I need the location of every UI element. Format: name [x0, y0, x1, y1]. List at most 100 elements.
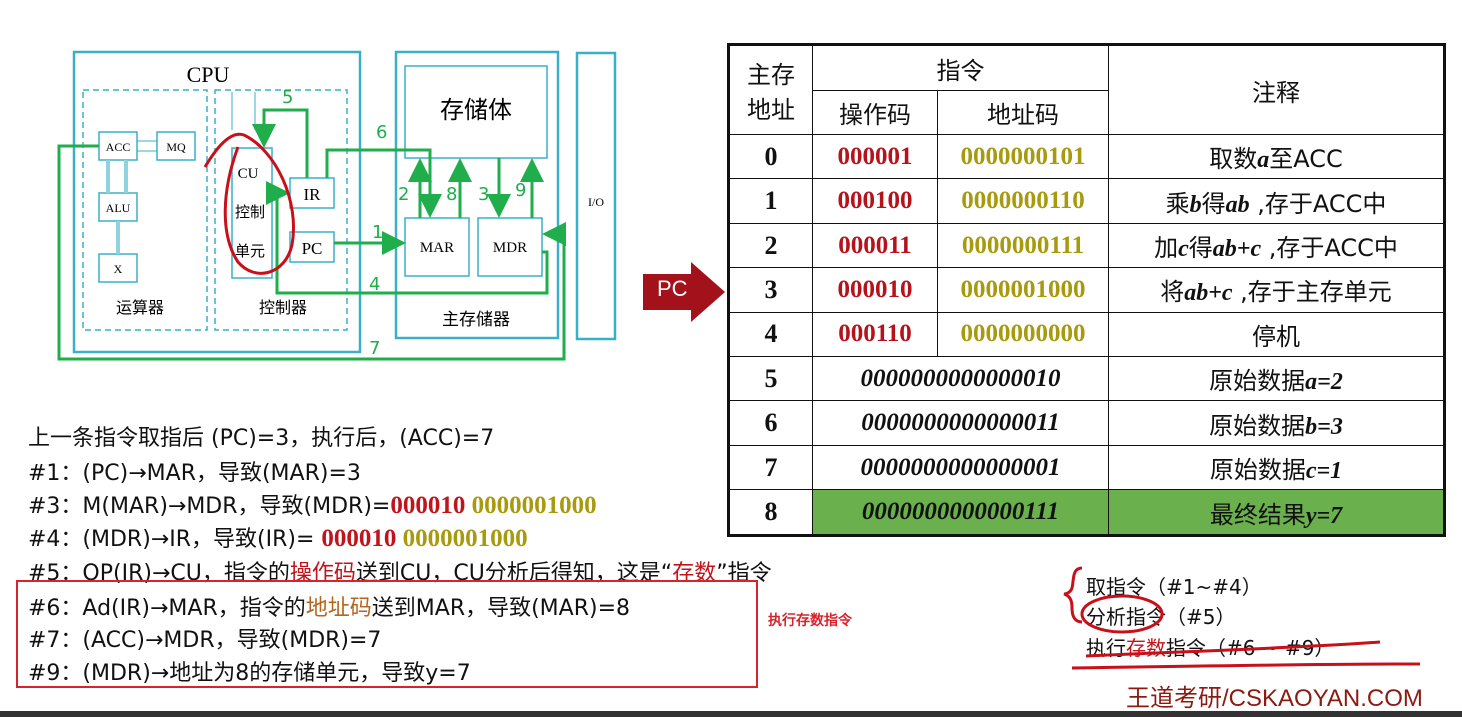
- pc-register: [289, 231, 335, 263]
- step-1: #1：(PC)→MAR，导致(MAR)=3: [28, 461, 361, 486]
- path-label-6: 6: [376, 122, 387, 143]
- header-address-code: 地址码: [937, 90, 1109, 135]
- step-3: #3：M(MAR)→MDR，导致(MDR)=000010 0000001000: [28, 492, 597, 519]
- address-cell: 5: [728, 356, 813, 402]
- pc-label: PC: [302, 239, 323, 258]
- main-memory-label: 主存储器: [442, 310, 510, 330]
- bottom-bar: [0, 711, 1462, 717]
- data-value-cell: 0000000000000001: [812, 444, 1109, 491]
- address-cell: 7: [728, 444, 813, 491]
- step-4-address-code: 0000001000: [396, 525, 528, 552]
- opcode-cell: 000010: [812, 267, 938, 313]
- address-code-cell: 0000000000: [937, 311, 1109, 358]
- mq-label: MQ: [166, 140, 186, 154]
- comment-cell: 原始数据b=3: [1108, 400, 1445, 446]
- io-label: I/O: [588, 195, 604, 209]
- cu-label-line2: 控制: [235, 203, 265, 221]
- address-cell: 4: [728, 311, 813, 358]
- cu-label-line3: 单元: [235, 242, 265, 260]
- address-cell: 1: [728, 178, 813, 224]
- alu-section-label: 运算器: [116, 298, 164, 317]
- path-label-7: 7: [369, 338, 380, 359]
- comment-cell: 加c得ab+c ,存于ACC中: [1108, 222, 1445, 269]
- address-code-cell: 0000001000: [937, 267, 1109, 313]
- address-cell: 2: [728, 222, 813, 269]
- execute-steps-box: [16, 580, 758, 688]
- header-address: 主存地址: [728, 44, 813, 135]
- pc-pointer-arrow-icon: [643, 262, 725, 322]
- data-value-cell: 0000000000000111: [812, 489, 1109, 536]
- header-opcode: 操作码: [812, 90, 938, 135]
- alu-section: [82, 89, 208, 331]
- path-6-ir-to-mar: [325, 148, 442, 218]
- control-section-label: 控制器: [259, 298, 307, 317]
- main-memory-box: [394, 50, 560, 340]
- acc-label: ACC: [106, 140, 131, 154]
- step-3-opcode: 000010: [390, 492, 466, 519]
- cpu-box: [72, 50, 362, 354]
- comment-cell: 停机: [1108, 311, 1445, 358]
- computer-architecture-diagram: CPU 运算器 控制器 ACC MQ ALU X CU 控制 单元 IR PC …: [57, 50, 617, 361]
- opcode-cell: 000110: [812, 311, 938, 358]
- cpu-label: CPU: [187, 62, 230, 87]
- comment-cell: 取数a至ACC: [1108, 133, 1445, 180]
- data-value-cell: 0000000000000010: [812, 356, 1109, 402]
- step-4: #4：(MDR)→IR，导致(IR)= 000010 0000001000: [28, 525, 528, 552]
- step-7: #7：(ACC)→MDR，导致(MDR)=7: [28, 628, 382, 653]
- comment-cell: 乘b得ab ,存于ACC中: [1108, 178, 1445, 224]
- path-label-1: 1: [372, 222, 383, 243]
- annotation-circle-analyze: [1080, 594, 1164, 634]
- header-instruction: 指令: [812, 44, 1109, 91]
- annotation-underline-2: [1071, 662, 1421, 670]
- step-intro: 上一条指令取指后 (PC)=3，执行后，(ACC)=7: [28, 426, 495, 451]
- mq-register: [156, 131, 196, 161]
- step-3-address-code: 0000001000: [465, 492, 597, 519]
- control-section: [214, 89, 348, 331]
- opcode-cell: 000001: [812, 133, 938, 180]
- mdr-register: [477, 217, 543, 277]
- path-label-8: 8: [446, 184, 457, 205]
- cu-unit: [231, 147, 273, 279]
- opcode-cell: 000011: [812, 222, 938, 269]
- opcode-cell: 000100: [812, 178, 938, 224]
- ir-label: IR: [304, 185, 322, 204]
- path-label-5: 5: [282, 87, 293, 108]
- comment-cell: 原始数据c=1: [1108, 444, 1445, 491]
- address-code-cell: 0000000111: [937, 222, 1109, 269]
- address-cell: 6: [728, 400, 813, 446]
- memory-body: [404, 65, 548, 159]
- memory-body-label: 存储体: [440, 96, 512, 124]
- mdr-label: MDR: [493, 240, 527, 256]
- comment-cell: 将ab+c ,存于主存单元: [1108, 267, 1445, 313]
- acc-register: [98, 131, 138, 161]
- execute-box-label: 执行存数指令: [768, 613, 852, 629]
- cu-label-line1: CU: [238, 166, 259, 182]
- path-label-9: 9: [515, 180, 526, 201]
- step-4-opcode: 000010: [321, 525, 397, 552]
- path-label-3: 3: [478, 184, 489, 205]
- data-value-cell: 0000000000000011: [812, 400, 1109, 446]
- path-7-acc-to-mdr: [57, 144, 566, 361]
- phase-execute: 执行存数指令（#6 ~ #9）: [1086, 636, 1335, 660]
- header-comment: 注释: [1108, 44, 1445, 135]
- address-cell: 8: [728, 489, 813, 536]
- brand-watermark: 王道考研/CSKAOYAN.COM: [1126, 685, 1423, 712]
- step-9: #9：(MDR)→地址为8的存储单元，导致y=7: [28, 661, 471, 686]
- address-code-cell: 0000000101: [937, 133, 1109, 180]
- address-cell: 3: [728, 267, 813, 313]
- ir-register: [289, 177, 335, 209]
- comment-cell: 原始数据a=2: [1108, 356, 1445, 402]
- path-label-4: 4: [369, 274, 380, 295]
- path-4-mdr-to-ir: [266, 181, 549, 295]
- pc-pointer-label: PC: [657, 276, 688, 301]
- address-cell: 0: [728, 133, 813, 180]
